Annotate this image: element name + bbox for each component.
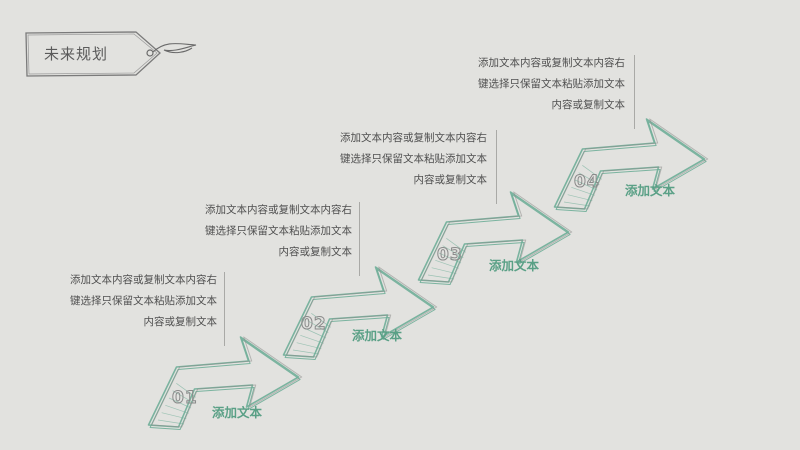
step-4-arrow-hatch	[578, 172, 600, 185]
step-2-line-2: 键选择只保留文本粘贴添加文本	[205, 225, 352, 237]
step-2-arrow-hatch	[296, 342, 322, 350]
step-4-divider	[634, 55, 635, 129]
step-4-line-1: 添加文本内容或复制文本内容右	[478, 57, 625, 69]
step-2-arrow-hatch	[300, 335, 324, 344]
step-2-label: 添加文本	[352, 328, 403, 343]
page-title: 未来规划	[44, 45, 109, 63]
step-3-line-3: 内容或复制文本	[413, 174, 488, 186]
step-2-arrow-hatch	[307, 320, 329, 333]
step-3-description: 添加文本内容或复制文本内容右 键选择只保留文本粘贴添加文本 内容或复制文本	[340, 128, 487, 191]
step-3-divider	[496, 130, 497, 204]
step-1-arrow-hatch	[161, 412, 187, 420]
step-1-line-3: 内容或复制文本	[143, 316, 218, 328]
step-1-arrow-hatch	[168, 397, 192, 409]
step-2-arrow-stroke	[286, 266, 438, 358]
step-2-number: 02	[301, 314, 327, 335]
step-4-arrow-hatch	[571, 187, 595, 196]
step-1-arrow-hatch	[157, 419, 185, 425]
step-1-description: 添加文本内容或复制文本内容右 键选择只保留文本粘贴添加文本 内容或复制文本	[70, 270, 217, 333]
step-4-arrow-stroke	[557, 118, 709, 210]
step-3-arrow-stroke	[421, 191, 573, 283]
step-1-arrow-stroke	[149, 339, 301, 430]
step-3-arrow-hatch	[427, 274, 455, 280]
step-2-arrow-hatch	[303, 327, 327, 339]
step-3-arrow-hatch	[431, 267, 457, 275]
step-2-line-3: 内容或复制文本	[278, 246, 353, 258]
step-4-description: 添加文本内容或复制文本内容右 键选择只保留文本粘贴添加文本 内容或复制文本	[478, 53, 625, 116]
step-4-arrow-hatch	[563, 201, 591, 207]
step-2-description: 添加文本内容或复制文本内容右 键选择只保留文本粘贴添加文本 内容或复制文本	[205, 200, 352, 263]
step-4-line-2: 键选择只保留文本粘贴添加文本	[478, 78, 625, 90]
tag-icon	[25, 31, 197, 77]
step-4-arrow-hatch	[582, 165, 602, 180]
step-1-line-1: 添加文本内容或复制文本内容右	[70, 274, 217, 286]
step-1-arrow-stroke	[151, 336, 303, 428]
step-1-number: 01	[172, 388, 198, 409]
step-1-line-2: 键选择只保留文本粘贴添加文本	[70, 295, 217, 307]
step-3-arrow-hatch	[442, 245, 464, 258]
step-1-label: 添加文本	[212, 405, 263, 420]
step-3-number: 03	[437, 245, 463, 266]
step-3-arrow-hatch	[446, 238, 466, 253]
step-3-line-1: 添加文本内容或复制文本内容右	[340, 132, 487, 144]
step-4-number: 04	[574, 172, 600, 193]
step-2-arrow-hatch	[311, 313, 331, 328]
step-1-arrow-hatch	[172, 390, 194, 403]
step-4-arrow-hatch	[574, 179, 598, 191]
step-4-arrow-hatch	[567, 194, 593, 202]
step-2-arrow-stroke	[284, 269, 436, 360]
step-4-label: 添加文本	[625, 183, 676, 198]
step-1-arrow-hatch	[176, 383, 196, 398]
step-3-line-2: 键选择只保留文本粘贴添加文本	[340, 153, 487, 165]
step-3-arrow-stroke	[419, 194, 571, 285]
step-1-divider	[224, 272, 225, 346]
step-2-line-1: 添加文本内容或复制文本内容右	[205, 204, 352, 216]
step-1-arrow-hatch	[165, 405, 189, 414]
step-2-arrow-hatch	[292, 349, 320, 355]
step-2-divider	[359, 202, 360, 276]
step-4-arrow-stroke	[555, 121, 707, 212]
step-3-arrow-hatch	[438, 252, 462, 264]
step-4-line-3: 内容或复制文本	[551, 99, 626, 111]
step-3-arrow-hatch	[435, 260, 459, 269]
step-3-label: 添加文本	[489, 258, 540, 273]
